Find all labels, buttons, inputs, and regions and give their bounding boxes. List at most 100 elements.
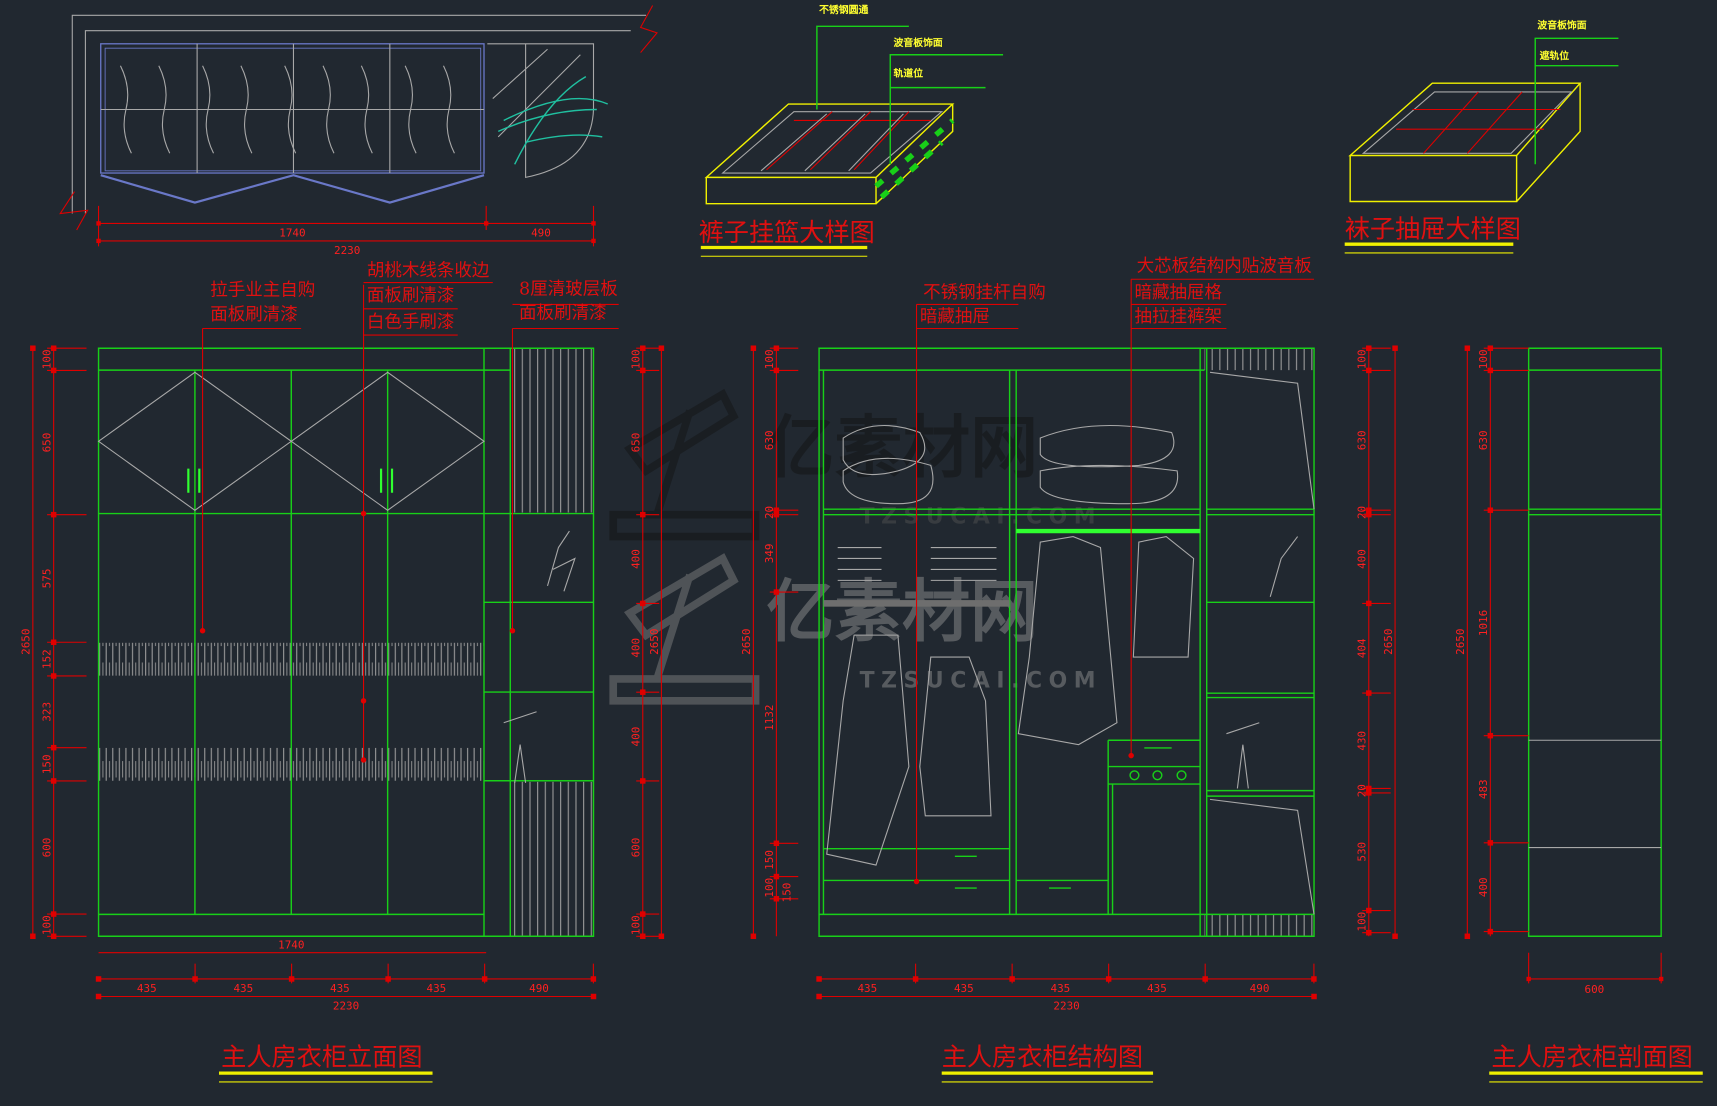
dim-value: 650	[629, 433, 642, 453]
sock-drawer-title: 袜子抽屉大样图	[1345, 215, 1521, 244]
dim-node	[30, 933, 36, 940]
dim-total: 2650	[740, 629, 753, 655]
elevation-dim-1740: 1740	[278, 938, 304, 951]
dim-value: 600	[40, 838, 53, 858]
label-core-board: 大芯板结构内贴波音板	[1137, 257, 1312, 277]
label-steel-rod: 不锈钢挂杆自购	[923, 283, 1046, 303]
callout-track-cover: 遮轨位	[1540, 49, 1570, 62]
dim-value: 490	[529, 982, 549, 995]
dim-value: 435	[1051, 982, 1071, 995]
elevation-view: 拉手业主自购 面板刷清漆 胡桃木线条收边 面板刷清漆 白色手刷漆 8厘清玻层板 …	[97, 261, 619, 1083]
dim-node	[750, 933, 757, 940]
label-white-paint: 白色手刷漆	[367, 312, 455, 332]
dim-value: 20	[1355, 784, 1368, 797]
dim-total: 2650	[20, 629, 33, 655]
dim-value: 630	[1355, 430, 1368, 450]
dim-value: 575	[40, 569, 53, 589]
dim-value: 100	[1355, 912, 1368, 932]
dim-node	[816, 993, 822, 1000]
dim-value: 600	[629, 838, 642, 858]
dim-value: 400	[629, 549, 642, 569]
dim-value: 1016	[1477, 610, 1490, 636]
dim-value: 630	[1477, 430, 1490, 450]
dim-node	[1311, 993, 1317, 1000]
callout-veneer: 波音板饰面	[894, 36, 943, 49]
dim-total: 2650	[648, 629, 661, 655]
callout-track: 轨道位	[894, 67, 924, 80]
dim-value: 490	[1250, 982, 1270, 995]
elevation-dim-2230: 2230	[333, 1000, 359, 1013]
pants-basket-title: 裤子挂篮大样图	[699, 218, 875, 247]
dim-node	[658, 345, 665, 351]
dim-node	[590, 993, 597, 1000]
dim-value: 100	[40, 349, 53, 369]
dim-node	[95, 976, 102, 982]
dim-value: 483	[1477, 779, 1490, 799]
label-panel-1: 面板刷清漆	[210, 305, 298, 325]
section-dim-600: 600	[1585, 983, 1605, 996]
dim-value: 435	[427, 982, 447, 995]
plan-view: 1740 490 2230	[59, 5, 658, 257]
watermark-brand: 亿素材网	[767, 573, 1038, 652]
dim-value: 100	[1355, 349, 1368, 369]
watermark-logo-icon	[609, 388, 760, 541]
pants-basket-detail: 不锈钢圆通 波音板饰面 轨道位 裤子挂篮大样图	[699, 3, 1004, 257]
plan-dim-1740: 1740	[279, 227, 305, 240]
dim-value: 150	[40, 754, 53, 774]
dim-node	[658, 933, 665, 940]
dim-value: 1132	[763, 705, 776, 731]
dim-value: 20	[1355, 506, 1368, 519]
dim-value: 630	[763, 430, 776, 450]
dim-value: 100	[629, 915, 642, 935]
sock-drawer-detail: 波音板饰面 遮轨位 袜子抽屉大样图	[1345, 18, 1619, 254]
dim-node	[816, 976, 822, 982]
section-view: 600 主人房衣柜剖面图	[1489, 347, 1703, 1083]
callout-steel-tube: 不锈钢圆通	[819, 3, 868, 16]
dim-value: 349	[763, 543, 776, 563]
structure-title: 主人房衣柜结构图	[942, 1042, 1143, 1071]
dim-value: 100	[763, 349, 776, 369]
dim-value: 400	[629, 727, 642, 747]
watermark-url: TZSUCAI.COM	[860, 504, 1103, 529]
dim-value: 100	[629, 349, 642, 369]
label-handle: 拉手业主自购	[210, 281, 315, 301]
dim-value: 650	[40, 433, 53, 453]
dim-value: 152	[40, 649, 53, 669]
label-panel-2: 面板刷清漆	[367, 286, 455, 306]
dim-value: 530	[1355, 842, 1368, 862]
dim-total: 2650	[1454, 629, 1467, 655]
dim-value: 100	[40, 915, 53, 935]
dim-node	[1464, 345, 1471, 351]
dim-value: 404	[1355, 638, 1368, 658]
section-title: 主人房衣柜剖面图	[1491, 1042, 1692, 1071]
dim-value: 150	[763, 850, 776, 870]
dim-value: 435	[954, 982, 974, 995]
hanger-icons	[119, 65, 455, 154]
dim-node	[1392, 933, 1398, 940]
dim-value: 400	[629, 638, 642, 658]
structure-view: 不锈钢挂杆自购 暗藏抽屉 大芯板结构内贴波音板 暗藏抽屉格 抽拉挂裤架 主人房衣…	[818, 257, 1315, 1083]
dim-node	[1464, 933, 1471, 940]
label-panel-3: 面板刷清漆	[519, 304, 607, 324]
dim-total: 2650	[1382, 629, 1395, 655]
dim-value: 150	[781, 883, 794, 903]
plan-dim-490: 490	[531, 227, 551, 240]
dim-value: 100	[1477, 349, 1490, 369]
dim-value: 435	[137, 982, 157, 995]
dim-value: 430	[1355, 731, 1368, 751]
label-glass-shelf: 8厘清玻层板	[519, 280, 618, 300]
elevation-title: 主人房衣柜立面图	[221, 1042, 422, 1071]
label-pants-rack: 抽拉挂裤架	[1134, 307, 1222, 327]
dim-node	[750, 345, 757, 351]
dim-value: 100	[763, 878, 776, 898]
label-hidden-drawer: 暗藏抽屉	[920, 307, 990, 327]
callout-veneer-2: 波音板饰面	[1537, 18, 1586, 31]
dim-node	[30, 345, 36, 351]
dim-value: 435	[330, 982, 350, 995]
dim-value: 435	[233, 982, 253, 995]
dim-value: 400	[1477, 877, 1490, 897]
watermark-brand: 亿素材网	[767, 409, 1038, 488]
dimension-chains: 1006505751523231506001002650100650400400…	[20, 345, 1529, 1000]
dim-value: 400	[1355, 549, 1368, 569]
